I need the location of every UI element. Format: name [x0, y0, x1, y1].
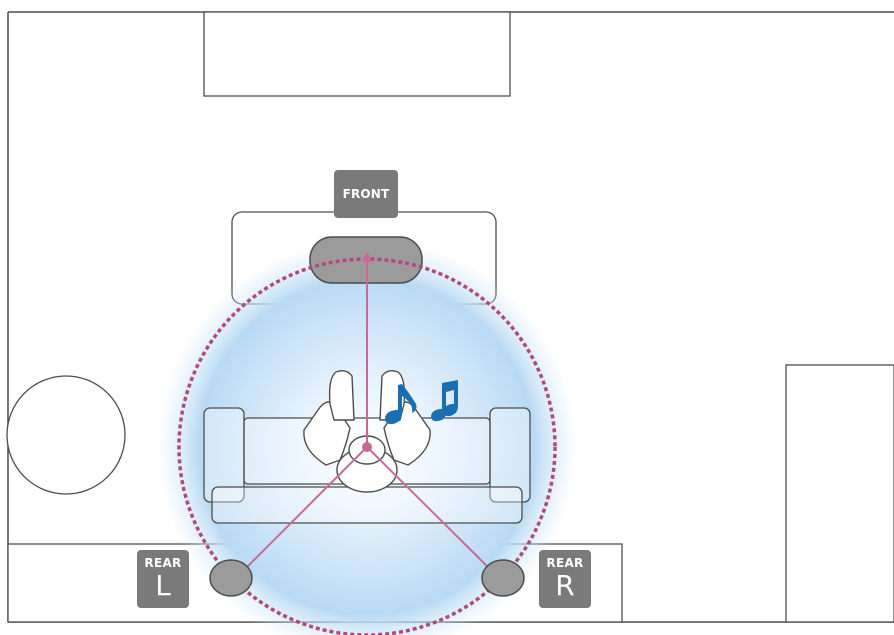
right-cabinet	[785, 364, 894, 623]
front-speaker-label: FRONT	[334, 170, 398, 218]
rear-left-speaker	[209, 559, 253, 597]
rear-left-label-side: L	[155, 569, 171, 602]
rear-right-speaker	[481, 559, 525, 597]
arrow-to-rear-right	[366, 446, 499, 578]
rear-right-label-top: REAR	[546, 556, 584, 570]
rear-right-speaker-label: REAR R	[539, 550, 591, 608]
top-cabinet	[203, 11, 511, 97]
rear-left-speaker-label: REAR L	[137, 550, 189, 608]
arrow-to-rear-left	[236, 446, 368, 578]
music-notes-icon	[385, 380, 458, 425]
rear-left-label-top: REAR	[144, 556, 182, 570]
distance-arrows	[236, 252, 499, 578]
listener-center-point	[362, 442, 372, 452]
round-table	[6, 375, 126, 495]
rear-right-label-side: R	[555, 569, 575, 602]
